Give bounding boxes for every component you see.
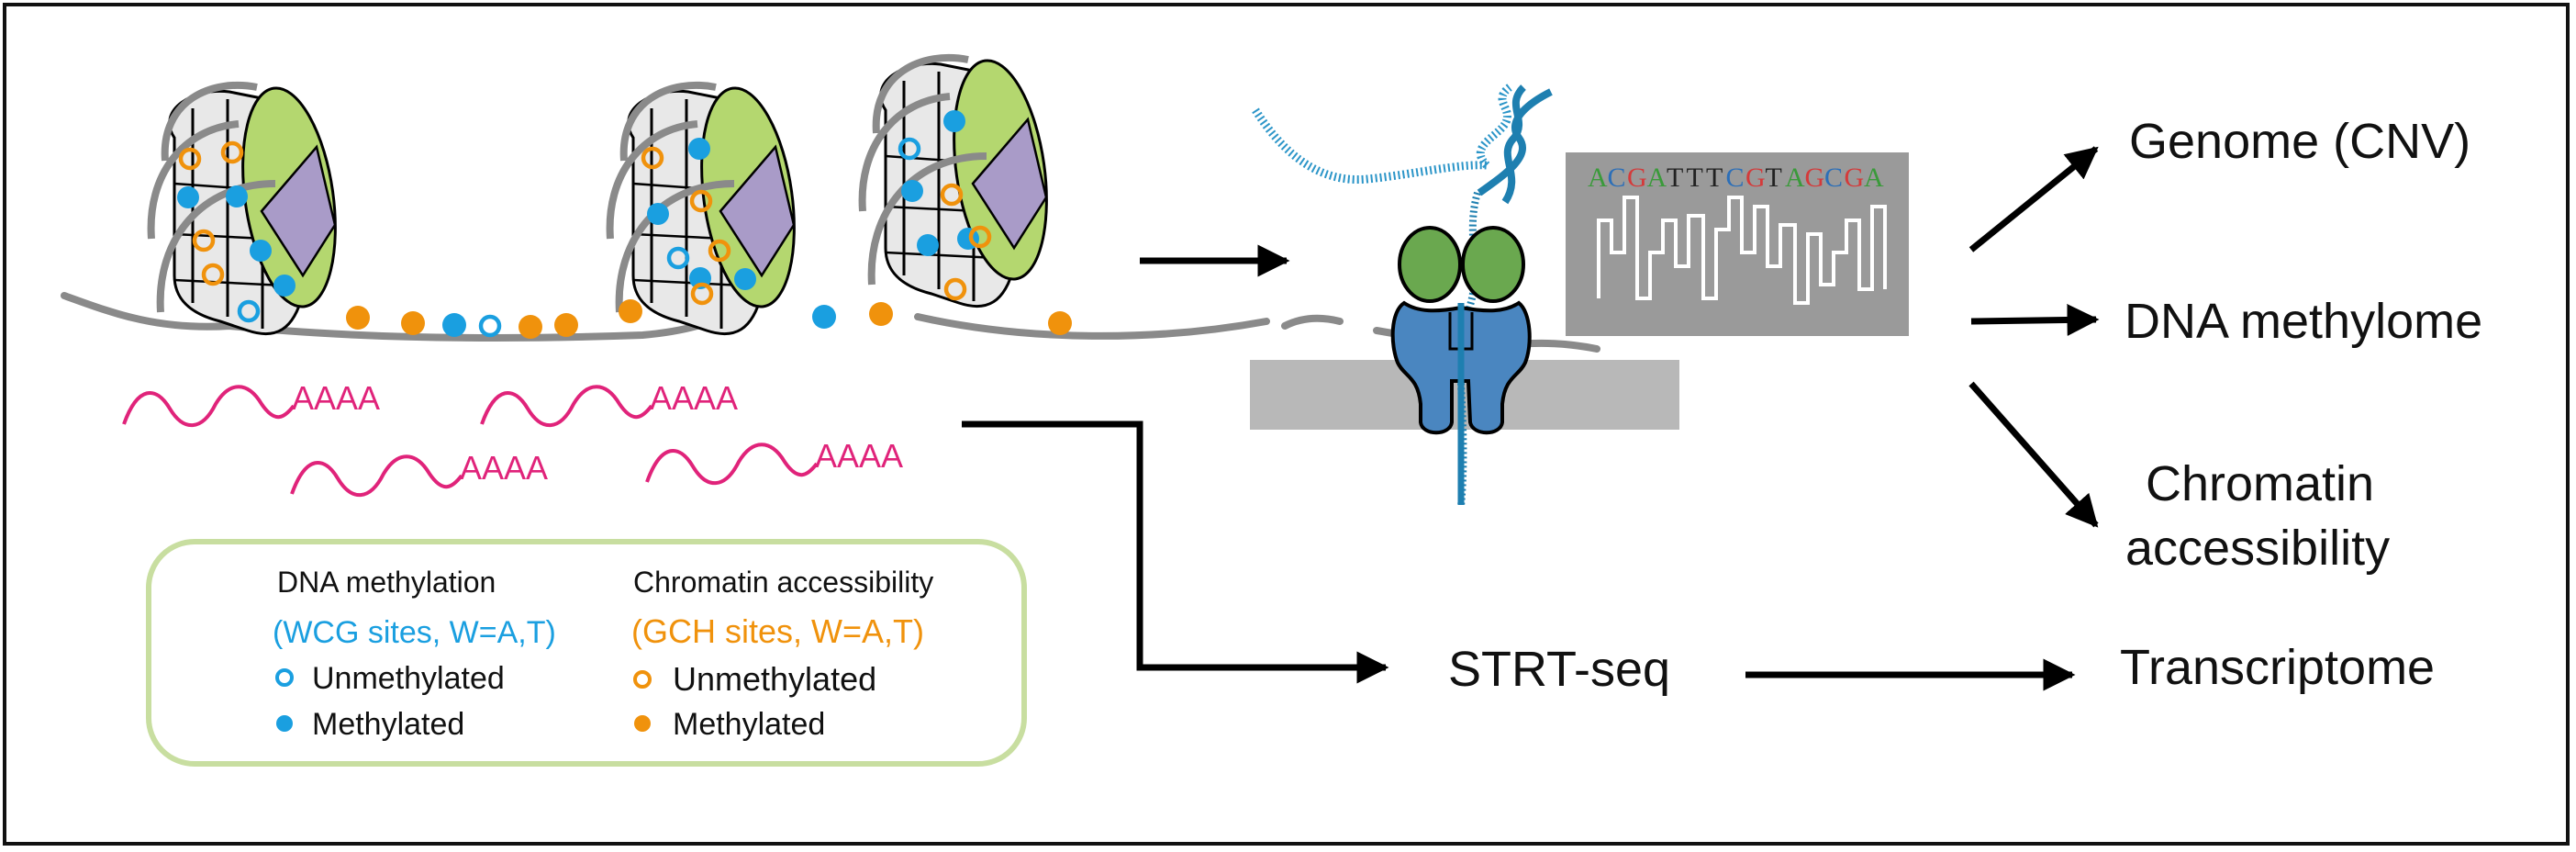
polya-tail-4: AAAA	[815, 437, 903, 475]
sequence-base: T	[1766, 163, 1782, 193]
unmethylated-gch-icon	[633, 670, 652, 689]
sequence-base: C	[1608, 163, 1626, 193]
sequence-base: G	[1627, 163, 1647, 193]
arrow-to-methylome	[1970, 303, 2100, 336]
legend: DNA methylation (WCG sites, W=A,T) Unmet…	[146, 539, 1027, 767]
sequence-base: A	[1647, 163, 1667, 193]
arrow-to-accessibility	[1968, 381, 2099, 528]
output-transcriptome: Transcriptome	[2120, 640, 2435, 695]
legend-unmethylated-wcg: Unmethylated	[312, 661, 505, 696]
arrow-to-strt-seq	[962, 420, 1389, 684]
output-accessibility-line2: accessibility	[2125, 521, 2390, 576]
current-trace	[1597, 196, 1887, 305]
methylated-gch-icon	[634, 715, 651, 732]
sequence-base: G	[1845, 163, 1865, 193]
methylated-wcg-icon	[276, 715, 293, 732]
sequence-base: G	[1805, 163, 1825, 193]
dna-strand-upper	[1252, 84, 1513, 185]
polya-tail-2: AAAA	[650, 379, 738, 417]
figure-frame	[3, 3, 2570, 846]
legend-methylation-sites: (WCG sites, W=A,T)	[273, 615, 556, 650]
mrna-transcripts: AAAA AAAA AAAA AAAA	[122, 379, 903, 498]
sequence-base: C	[1726, 163, 1745, 193]
pore-top-right	[1461, 226, 1525, 303]
linker-dna	[61, 292, 1600, 353]
sequence-base: T	[1687, 163, 1703, 193]
legend-accessibility-sites: (GCH sites, W=A,T)	[631, 612, 924, 650]
nucleosome-3	[858, 53, 1048, 308]
legend-methylated-gch: Methylated	[673, 707, 825, 742]
polya-tail-1: AAAA	[292, 379, 380, 417]
unmethylated-wcg-icon	[275, 668, 294, 687]
sequence-base: T	[1706, 163, 1723, 193]
sequence-base: A	[1588, 163, 1608, 193]
arrow-to-genome	[1968, 146, 2099, 252]
sequence-base: G	[1745, 163, 1766, 193]
sequence-base: T	[1667, 163, 1683, 193]
output-accessibility-line1: Chromatin	[2146, 456, 2374, 511]
legend-methylation-title: DNA methylation	[277, 566, 496, 599]
method-strt-seq: STRT-seq	[1448, 642, 1670, 697]
sequence-base: C	[1824, 163, 1843, 193]
legend-box	[146, 539, 1027, 767]
legend-methylated-wcg: Methylated	[312, 707, 464, 742]
pore-top-left	[1398, 226, 1462, 303]
sequence-base: A	[1785, 163, 1805, 193]
polya-tail-3: AAAA	[460, 449, 548, 487]
nucleosome-1	[147, 81, 337, 336]
sequence-base: A	[1864, 163, 1884, 193]
legend-unmethylated-gch: Unmethylated	[673, 660, 876, 698]
dna-helix	[1477, 84, 1553, 205]
output-genome: Genome (CNV)	[2129, 114, 2470, 169]
nucleosome-2	[606, 81, 796, 336]
legend-accessibility-title: Chromatin accessibility	[633, 566, 933, 599]
output-methylome: DNA methylome	[2124, 294, 2482, 349]
chromatin-fiber	[61, 53, 1600, 353]
